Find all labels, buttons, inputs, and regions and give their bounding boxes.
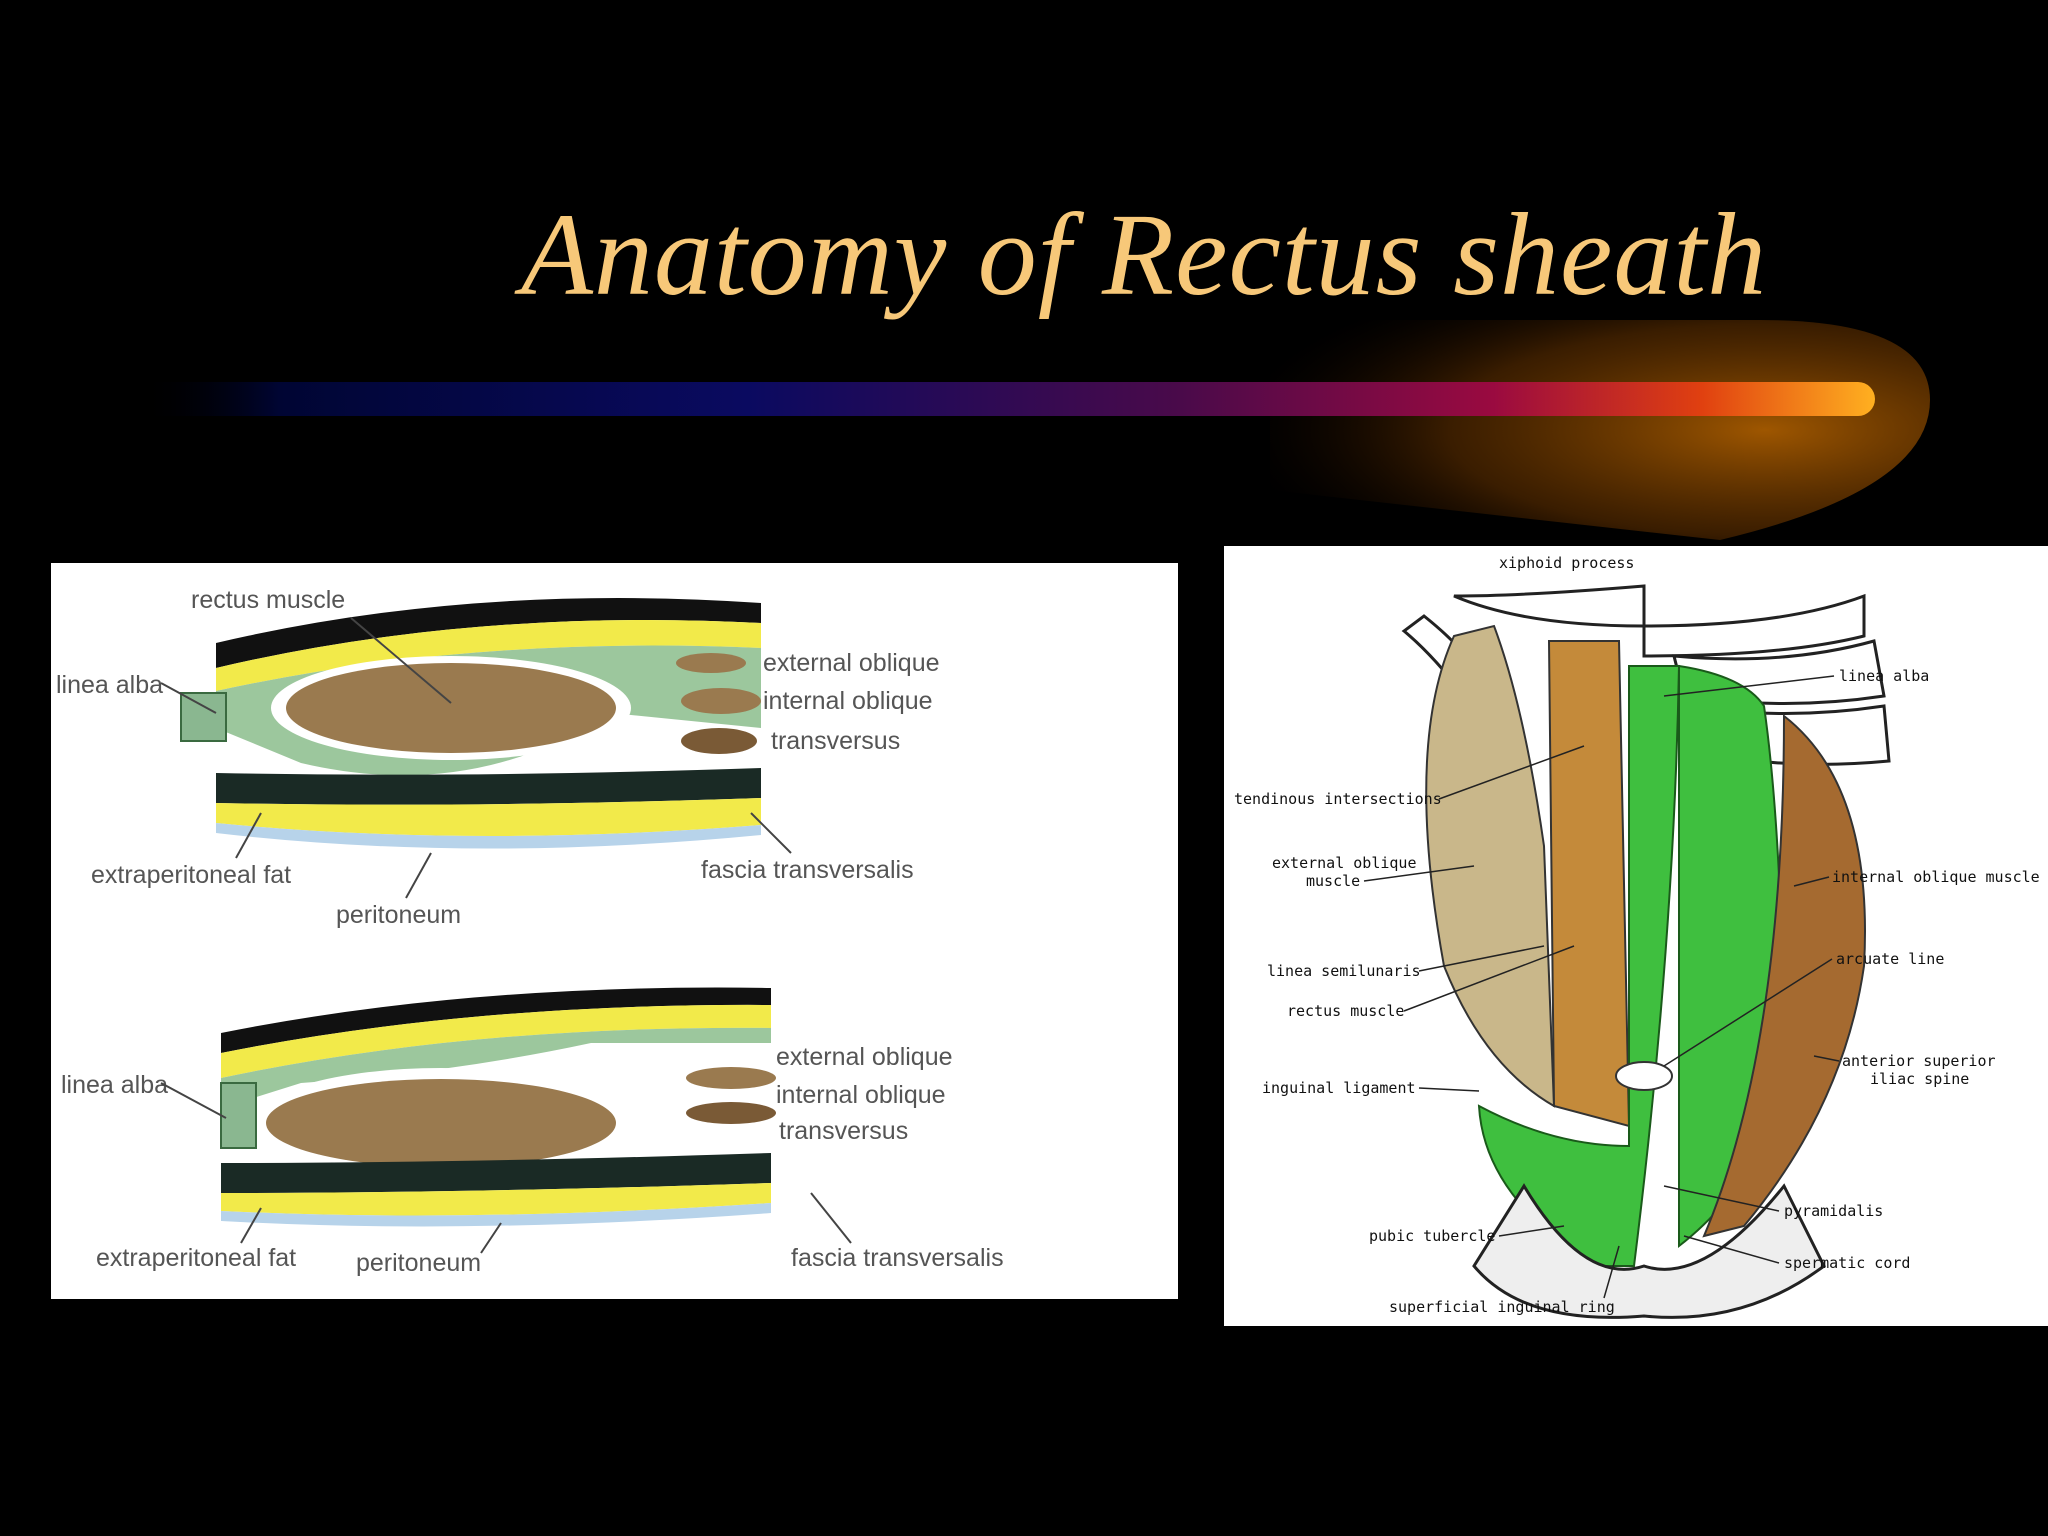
decorative-comet-bar xyxy=(140,320,1930,540)
subcutaneous-fat xyxy=(221,1004,771,1078)
leader-line xyxy=(1663,1185,1780,1212)
leader-line xyxy=(1793,876,1830,887)
anterior-view-diagram: xiphoid process linea alba tendinous int… xyxy=(1234,554,2040,1319)
internal-oblique-shape xyxy=(681,688,761,714)
label-rectus-muscle: rectus muscle xyxy=(191,586,345,614)
label-pyramidalis: pyramidalis xyxy=(1784,1202,1883,1220)
leader-line xyxy=(810,1192,852,1244)
skin-layer xyxy=(221,987,771,1053)
label-fascia-transversalis: fascia transversalis xyxy=(791,1244,1004,1272)
linea-alba-shape xyxy=(180,692,227,742)
label-transversus: transversus xyxy=(779,1117,908,1145)
leader-line xyxy=(350,617,452,704)
label-fascia-transversalis: fascia transversalis xyxy=(701,856,914,884)
label-internal-oblique-muscle: internal oblique muscle xyxy=(1832,868,2040,886)
transversus-shape xyxy=(686,1102,776,1124)
label-linea-alba: linea alba xyxy=(56,671,163,699)
label-anterior-superior-1: anterior superior xyxy=(1842,1052,1996,1070)
external-oblique-shape xyxy=(686,1067,776,1089)
label-transversus: transversus xyxy=(771,727,900,755)
label-superficial-inguinal-ring: superficial inguinal ring xyxy=(1389,1298,1615,1316)
label-linea-alba: linea alba xyxy=(61,1071,168,1099)
label-internal-oblique: internal oblique xyxy=(776,1081,946,1109)
leader-line xyxy=(480,1222,502,1254)
leader-line xyxy=(1418,1087,1480,1092)
leader-line xyxy=(1813,1055,1840,1062)
label-arcuate-line: arcuate line xyxy=(1836,950,1944,968)
rectus-muscle-shape xyxy=(286,663,616,753)
linea-alba-shape xyxy=(220,1082,257,1149)
fascia-layer xyxy=(221,1153,771,1193)
label-external-oblique-2: muscle xyxy=(1306,872,1360,890)
subcutaneous-fat xyxy=(216,620,761,691)
rectus-muscle-shape xyxy=(1547,640,1631,1128)
leader-line xyxy=(1498,1225,1565,1237)
extraperitoneal-fat-layer xyxy=(216,798,761,837)
extraperitoneal-fat-layer xyxy=(221,1183,771,1216)
leader-line xyxy=(160,1082,227,1119)
leader-line xyxy=(405,852,432,899)
peritoneum-layer xyxy=(221,1203,771,1227)
external-oblique-shape xyxy=(676,653,746,673)
leader-line xyxy=(1438,745,1585,800)
leader-line xyxy=(1403,945,1575,1012)
leader-line xyxy=(1683,1235,1780,1264)
label-linea-semilunaris: linea semilunaris xyxy=(1267,962,1421,980)
fascia-layer xyxy=(216,768,761,805)
transversus-shape xyxy=(681,728,757,754)
label-extraperitoneal-fat: extraperitoneal fat xyxy=(96,1244,296,1272)
label-external-oblique: external oblique xyxy=(763,649,940,677)
label-internal-oblique: internal oblique xyxy=(763,687,933,715)
label-linea-alba: linea alba xyxy=(1839,667,1929,685)
label-xiphoid-process: xiphoid process xyxy=(1499,554,1634,572)
label-tendinous-intersections: tendinous intersections xyxy=(1234,790,1442,808)
pelvis xyxy=(1472,1183,1826,1319)
peritoneum-layer xyxy=(216,823,761,849)
leader-line xyxy=(1363,865,1475,882)
label-extraperitoneal-fat: extraperitoneal fat xyxy=(91,861,291,889)
cross-section-panel: rectus muscle linea alba external obliqu… xyxy=(51,563,1178,1299)
leader-line xyxy=(1663,958,1833,1067)
upper-cross-section: rectus muscle linea alba external obliqu… xyxy=(56,586,940,929)
label-peritoneum: peritoneum xyxy=(336,901,461,929)
leader-line xyxy=(750,812,792,854)
glow-shape xyxy=(1270,320,1930,540)
label-spermatic-cord: spermatic cord xyxy=(1784,1254,1910,1272)
internal-oblique-muscle xyxy=(1702,713,1866,1238)
skin-layer xyxy=(216,598,761,668)
label-peritoneum: peritoneum xyxy=(356,1249,481,1277)
label-rectus-muscle: rectus muscle xyxy=(1287,1002,1404,1020)
anterior-view-panel: xiphoid process linea alba tendinous int… xyxy=(1224,546,2048,1326)
slide-title: Anatomy of Rectus sheath xyxy=(520,189,1768,320)
leader-line xyxy=(160,682,217,714)
anterior-sheath xyxy=(221,1027,771,1108)
label-inguinal-ligament: inguinal ligament xyxy=(1262,1079,1416,1097)
label-external-oblique-1: external oblique xyxy=(1272,854,1417,872)
label-external-oblique: external oblique xyxy=(776,1043,953,1071)
cross-section-diagram: rectus muscle linea alba external obliqu… xyxy=(56,586,1004,1277)
leader-line xyxy=(240,1207,262,1244)
label-anterior-superior-2: iliac spine xyxy=(1870,1070,1969,1088)
leader-line xyxy=(1418,945,1545,972)
external-oblique-muscle xyxy=(1425,624,1556,1108)
rectus-muscle-shape xyxy=(266,1079,616,1167)
gradient-bar xyxy=(140,382,1875,416)
leader-line xyxy=(1603,1245,1620,1299)
leader-line xyxy=(235,812,262,859)
lower-cross-section: linea alba external oblique internal obl… xyxy=(61,987,1004,1277)
label-pubic-tubercle: pubic tubercle xyxy=(1369,1227,1495,1245)
leader-line xyxy=(1663,675,1835,697)
rectus-cut-end xyxy=(1615,1061,1673,1091)
